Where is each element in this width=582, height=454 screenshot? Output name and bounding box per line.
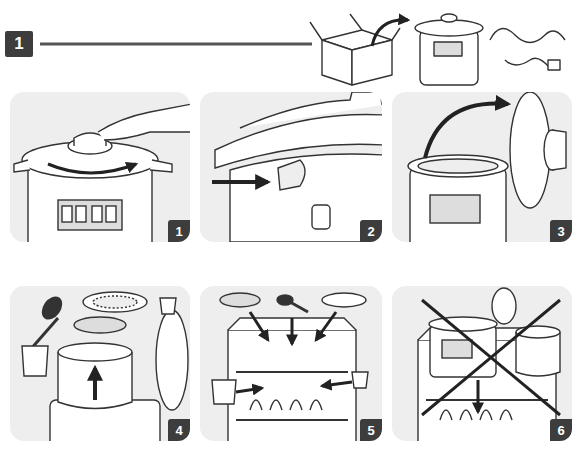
callout-number: 2: [360, 220, 382, 242]
callout-number: 6: [550, 419, 572, 441]
step-panel: 1: [10, 92, 190, 242]
top-unboxing: [40, 14, 565, 85]
callout-number: 3: [550, 220, 572, 242]
step-header: 1: [5, 31, 33, 57]
callout-number: 1: [168, 220, 190, 242]
step-panel: 6: [392, 286, 572, 441]
callout-number: 5: [360, 419, 382, 441]
step-panel: 5: [200, 286, 382, 441]
step-panel: 2: [200, 92, 382, 242]
step-panel: 4: [10, 286, 190, 441]
step-panel: 3: [392, 92, 572, 242]
section-number: 1: [14, 34, 23, 54]
callout-number: 4: [168, 419, 190, 441]
